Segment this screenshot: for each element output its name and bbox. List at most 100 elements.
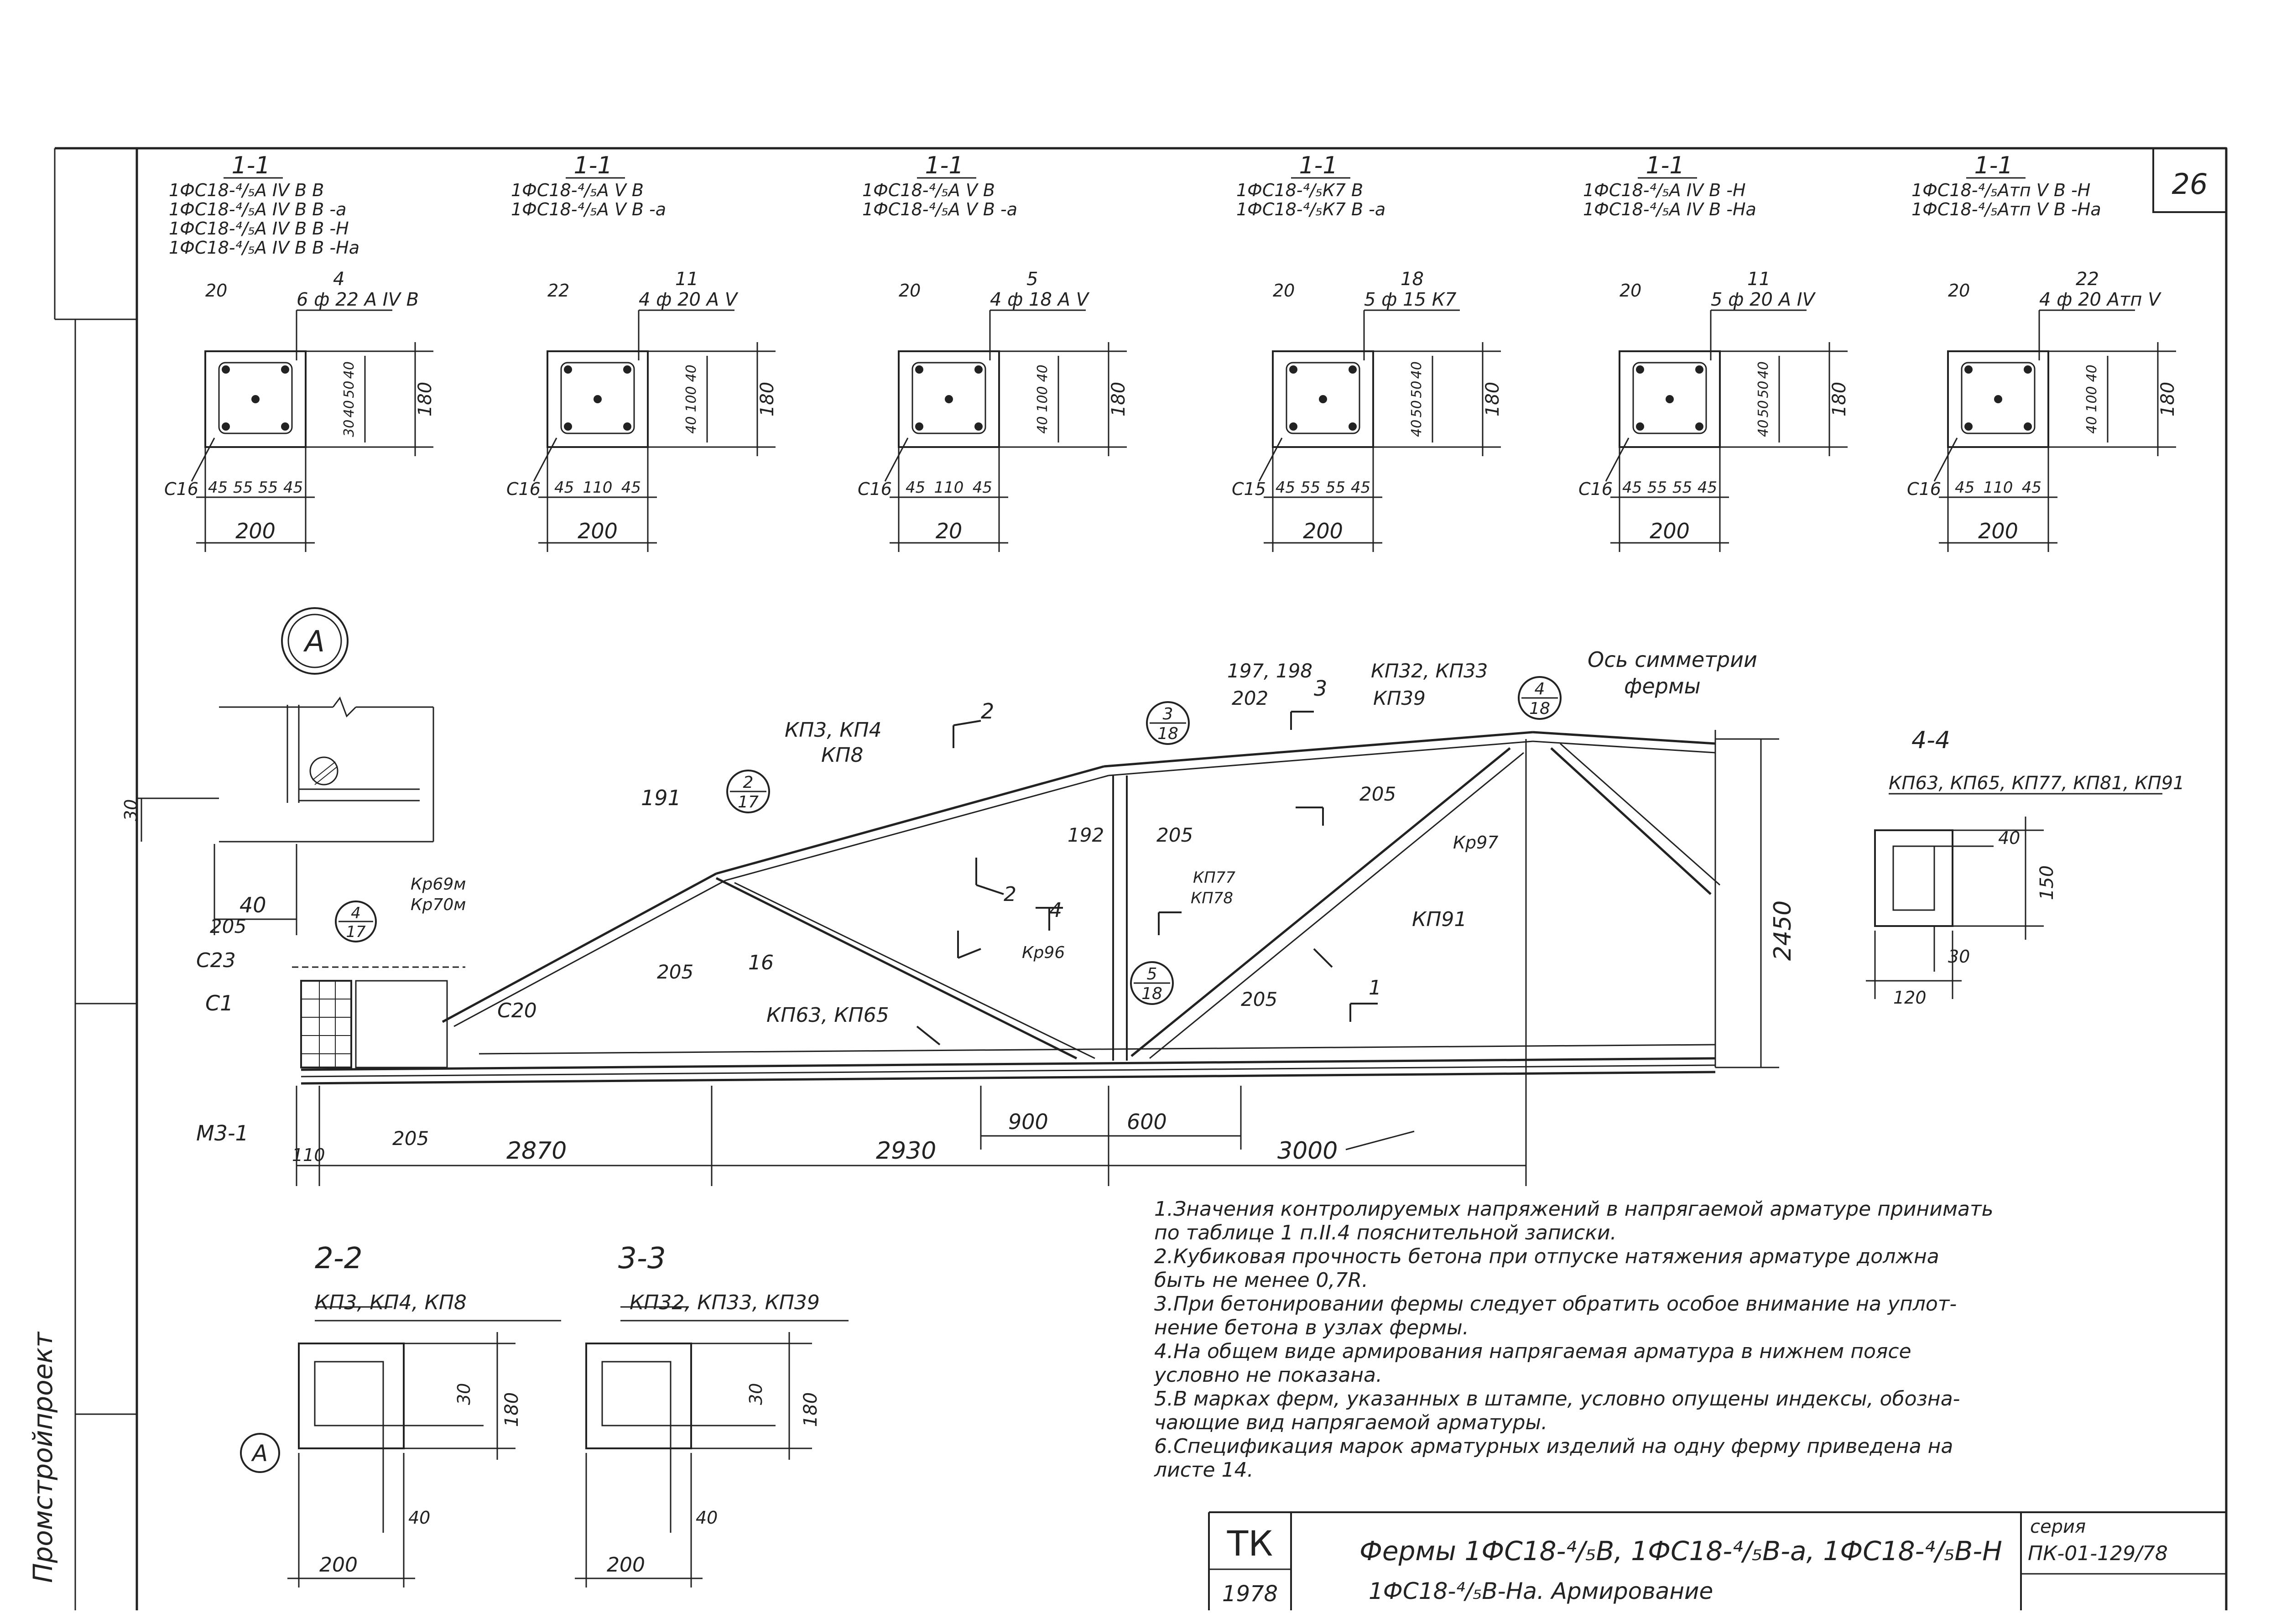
label-191: 191	[641, 786, 681, 810]
note-line: 3.При бетонировании фермы следует обрати…	[1154, 1292, 1957, 1316]
section-rebar: 5 ф 20 А IV	[1711, 289, 1816, 310]
section-rebar-no: 11	[1747, 269, 1771, 290]
section-2-2-d30: 30	[454, 1383, 474, 1405]
dim-3000: 3000	[1277, 1137, 1338, 1165]
rebar-bar	[1349, 365, 1357, 374]
section-3-3	[575, 1306, 849, 1588]
section-mark-text: 1ФС18-⁴/₅А IV В В -На	[169, 238, 359, 258]
section-width: 200	[578, 519, 618, 543]
section-overall-height: 180	[757, 382, 778, 416]
section-mark-text: 1ФС18-⁴/₅К7 В	[1236, 180, 1363, 200]
section-mark-text: 1ФС18-⁴/₅А V В	[862, 180, 995, 200]
section-bottom-dim: 45	[973, 479, 992, 497]
node-ref-5-18	[1130, 961, 1174, 1005]
label-kp39: КП39	[1373, 687, 1426, 709]
section-2-2-ref-a: А	[251, 1440, 268, 1467]
section-outline	[1947, 350, 2049, 448]
node-ref-3-18	[1146, 701, 1190, 745]
section-stirrup-label: С15	[1232, 479, 1266, 499]
section-right-dim: 40	[1035, 364, 1051, 382]
rebar-bar	[1695, 422, 1703, 431]
section-cover: 20	[1620, 281, 1641, 301]
note-line: 1.Значения контролируемых напряжений в н…	[1154, 1197, 1994, 1221]
section-outline	[204, 350, 307, 448]
section-outline	[1619, 350, 1721, 448]
sheet-number: 26	[2172, 167, 2208, 201]
bottom-chord	[301, 1044, 1716, 1085]
rebar-bar	[564, 365, 572, 374]
rebar-bar	[222, 422, 230, 431]
rebar-bar	[1289, 365, 1297, 374]
label-m31: М3-1	[196, 1121, 249, 1145]
section-right-dim: 50	[341, 381, 357, 398]
section-bottom-dim: 45	[554, 479, 574, 497]
label-205-b: 205	[1156, 824, 1193, 846]
note-line: 5.В марках ферм, указанных в штампе, усл…	[1154, 1387, 1960, 1411]
label-kp63: КП63, КП65	[766, 1004, 889, 1027]
title-series: ПК-01-129/78	[2028, 1542, 2168, 1565]
truss-elevation: 2 17 3 18 4 18 4 17 5 18 КП3, КП4 КП8 2 …	[196, 647, 1797, 1186]
title-series-label: серия	[2030, 1516, 2086, 1537]
section-markers	[916, 711, 1378, 1046]
section-mark-text: 1ФС18-⁴/₅А IV В В	[169, 180, 324, 200]
dim-2870: 2870	[506, 1137, 567, 1165]
rebar-bar	[623, 422, 631, 431]
note-line: нение бетона в узлах фермы.	[1154, 1316, 1469, 1339]
section-rebar-no: 11	[675, 269, 698, 290]
node-ref-4-17-bot: 17	[346, 923, 366, 941]
section-right-dim: 40	[683, 364, 699, 382]
label-kp96: Кр96	[1022, 943, 1065, 962]
section-rebar-no: 4	[333, 269, 344, 290]
title-main-2: 1ФС18-⁴/₅В-На. Армирование	[1369, 1578, 1713, 1604]
rebar-bar	[564, 422, 572, 431]
dim-110: 110	[292, 1145, 325, 1165]
section-bottom-dim: 45	[208, 479, 228, 497]
section-stirrup	[1961, 362, 2036, 434]
section-rebar: 4 ф 20 Атп V	[2039, 289, 2161, 310]
section-mark-text: 1ФС18-⁴/₅А IV В В -Н	[169, 219, 349, 239]
title-org: ТК	[1227, 1523, 1273, 1564]
section-outline	[547, 350, 649, 448]
rebar-bar	[1289, 422, 1297, 431]
section-stirrup-leader	[191, 437, 215, 482]
section-stirrup-leader	[1933, 437, 1958, 482]
section-rebar: 4 ф 18 А V	[990, 289, 1090, 310]
section-bottom-dim: 55	[233, 479, 253, 497]
section-right-dim: 100	[1035, 386, 1051, 412]
label-kp97: Кр97	[1453, 833, 1498, 853]
section-right-dim: 100	[683, 386, 699, 412]
section-stirrup	[911, 362, 986, 434]
section-rebar-no: 5	[1026, 269, 1038, 290]
rebar-bar	[2024, 422, 2032, 431]
label-kr70: Кр70м	[411, 895, 466, 914]
truss-diagonals	[715, 743, 1720, 1061]
section-outline	[1272, 350, 1374, 448]
section-right-dim: 40	[1409, 420, 1425, 437]
section-right-dim: 50	[1755, 381, 1771, 398]
dim-900: 900	[1008, 1109, 1048, 1134]
note-line: по таблице 1 п.II.4 пояснительной записк…	[1154, 1221, 1617, 1244]
node-ref-4-17	[335, 900, 377, 942]
section-3-3-title: 3-3	[618, 1242, 666, 1275]
section-4-4-title: 4-4	[1911, 727, 1950, 754]
label-c23: С23	[196, 949, 236, 972]
section-3-3-d180: 180	[800, 1392, 821, 1427]
node-ref-4-18-top: 4	[1535, 680, 1545, 698]
section-right-dim: 50	[1755, 400, 1771, 417]
section-stirrup-label: С16	[1907, 479, 1941, 499]
section-right-dim: 40	[1755, 420, 1771, 437]
label-197: 197, 198	[1227, 660, 1312, 682]
section-stirrup-leader	[884, 437, 909, 482]
rebar-bar	[2024, 365, 2032, 374]
node-ref-5-18-top: 5	[1147, 965, 1157, 984]
label-cut1: 1	[1369, 976, 1381, 999]
section-stirrup	[560, 362, 635, 434]
section-right-dim: 40	[341, 400, 357, 417]
section-2-2	[240, 1306, 561, 1588]
section-4-4-d30: 30	[1948, 947, 1970, 967]
label-kp32: КП32, КП33	[1371, 660, 1488, 682]
truss-dimensions	[296, 738, 1779, 1186]
section-cover: 22	[547, 281, 569, 301]
rebar-bar	[1666, 395, 1674, 403]
section-stirrup-label: С16	[1578, 479, 1613, 499]
